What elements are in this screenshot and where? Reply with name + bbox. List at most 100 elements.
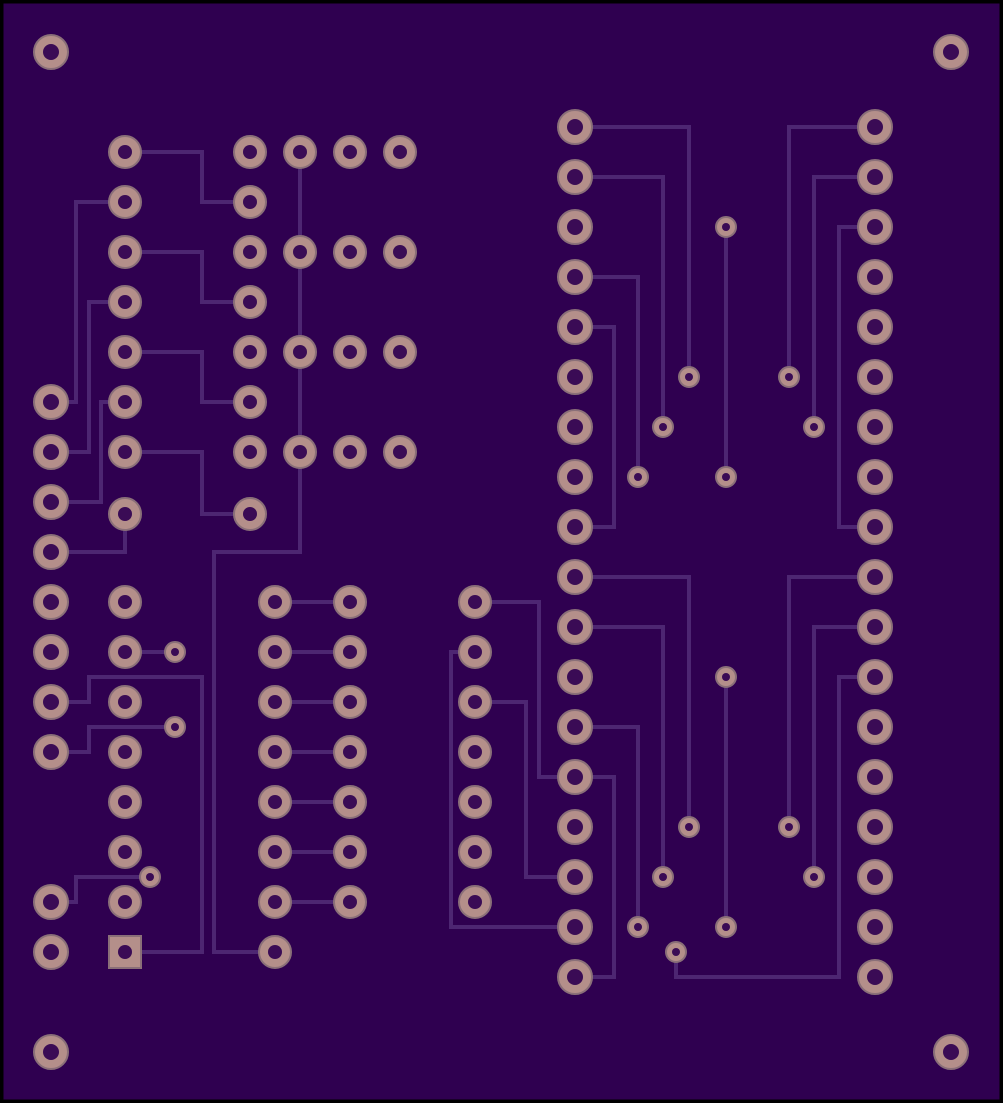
mcu-pin-right xyxy=(857,309,893,345)
pad-hole xyxy=(567,869,583,885)
resistor-pad xyxy=(233,435,267,469)
dip-pin xyxy=(258,685,292,719)
pad-hole xyxy=(867,469,883,485)
pad-hole xyxy=(243,507,257,521)
pad-hole xyxy=(243,145,257,159)
via xyxy=(164,641,186,663)
pad-hole xyxy=(943,44,959,60)
pad-hole xyxy=(567,419,583,435)
via xyxy=(715,916,737,938)
ic-pin xyxy=(108,385,142,419)
resistor-pad xyxy=(233,185,267,219)
pad-hole xyxy=(43,44,59,60)
pad-hole xyxy=(393,145,407,159)
via-hole xyxy=(659,423,667,431)
pad-hole xyxy=(243,295,257,309)
pad-hole xyxy=(118,345,132,359)
pad-hole xyxy=(118,245,132,259)
pad-hole xyxy=(867,169,883,185)
ic-pin xyxy=(108,285,142,319)
ic-pin xyxy=(108,685,142,719)
pad-hole xyxy=(343,345,357,359)
pad-hole xyxy=(293,145,307,159)
pad-hole xyxy=(343,695,357,709)
pad-hole xyxy=(43,694,59,710)
via-hole xyxy=(810,423,818,431)
trace xyxy=(51,725,175,754)
single-header-pin xyxy=(458,635,492,669)
pad-hole xyxy=(43,544,59,560)
pad-hole xyxy=(118,445,132,459)
trace xyxy=(125,250,250,304)
pad-hole xyxy=(567,519,583,535)
resistor-pad xyxy=(233,285,267,319)
pad-hole xyxy=(293,345,307,359)
pad-hole xyxy=(343,795,357,809)
pad-hole xyxy=(468,795,482,809)
via xyxy=(665,941,687,963)
mounting-hole xyxy=(933,1034,969,1070)
via xyxy=(715,466,737,488)
pad-hole xyxy=(343,895,357,909)
pad-hole xyxy=(567,669,583,685)
pad-hole xyxy=(43,894,59,910)
pad-hole xyxy=(243,245,257,259)
ic-pin xyxy=(108,635,142,669)
mcu-pin-left xyxy=(557,609,593,645)
single-header-pin xyxy=(458,785,492,819)
pad-hole xyxy=(468,695,482,709)
mounting-hole xyxy=(33,34,69,70)
pad-hole xyxy=(567,169,583,185)
pad-hole xyxy=(867,319,883,335)
dip-pin xyxy=(333,835,367,869)
pad-hole xyxy=(468,645,482,659)
mcu-pin-right xyxy=(857,109,893,145)
ic-pin xyxy=(108,735,142,769)
pad-hole xyxy=(118,507,132,521)
mounting-hole xyxy=(33,1034,69,1070)
pad-hole xyxy=(867,819,883,835)
dip-pin xyxy=(333,785,367,819)
pad-hole xyxy=(268,695,282,709)
trace xyxy=(212,152,302,954)
pad-hole xyxy=(268,745,282,759)
pad-hole xyxy=(867,369,883,385)
dip-pin xyxy=(333,685,367,719)
trace xyxy=(51,300,125,454)
pad-hole xyxy=(118,595,132,609)
dip-pin xyxy=(258,585,292,619)
resistor-pad xyxy=(233,497,267,531)
dip-pin xyxy=(258,735,292,769)
header-pin xyxy=(33,734,69,770)
pad-hole xyxy=(118,895,132,909)
mcu-pin-right xyxy=(857,159,893,195)
via xyxy=(803,866,825,888)
via xyxy=(715,666,737,688)
single-header-pin xyxy=(458,835,492,869)
pad-hole xyxy=(468,595,482,609)
single-header-pin xyxy=(458,735,492,769)
pad-hole xyxy=(867,969,883,985)
dip-pin xyxy=(258,635,292,669)
trace xyxy=(125,150,250,204)
via-hole xyxy=(634,923,642,931)
via-hole xyxy=(634,473,642,481)
pad-hole xyxy=(943,1044,959,1060)
trace xyxy=(812,625,875,877)
pad-hole xyxy=(243,345,257,359)
pad-hole xyxy=(268,945,282,959)
via xyxy=(652,866,674,888)
mcu-pin-right xyxy=(857,409,893,445)
pad-hole xyxy=(343,245,357,259)
resistor-pad xyxy=(333,235,367,269)
pad-hole xyxy=(867,119,883,135)
mcu-pin-left xyxy=(557,309,593,345)
pad-hole xyxy=(567,619,583,635)
pad-hole xyxy=(118,395,132,409)
via-hole xyxy=(659,873,667,881)
mcu-pin-right xyxy=(857,359,893,395)
pad-hole xyxy=(567,969,583,985)
pad-hole xyxy=(343,595,357,609)
resistor-pad xyxy=(383,435,417,469)
